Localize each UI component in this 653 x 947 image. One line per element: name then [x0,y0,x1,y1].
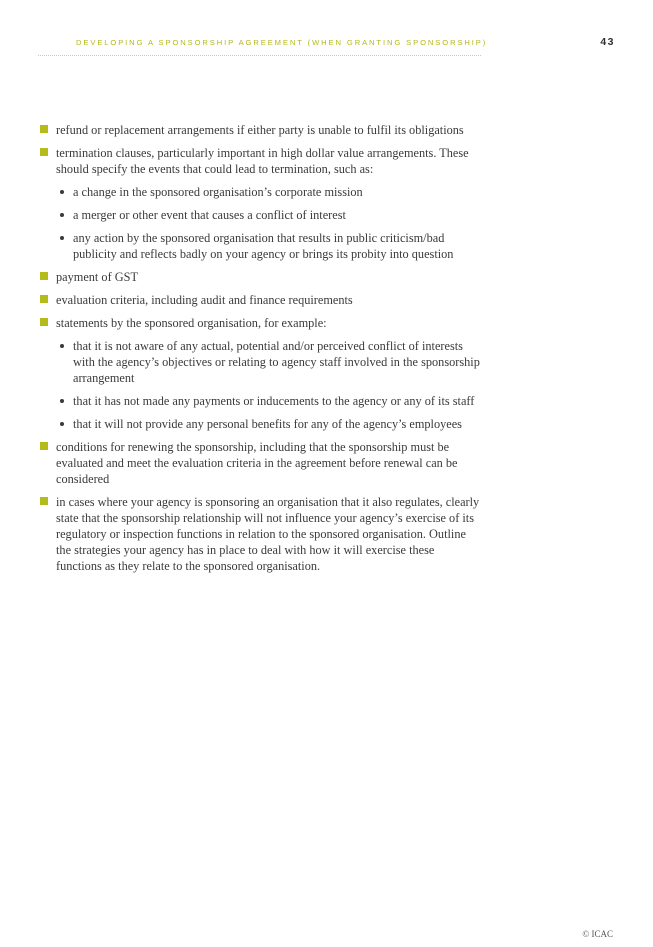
round-bullet-icon [60,399,64,403]
round-bullet-icon [60,190,64,194]
sub-list-item: that it will not provide any personal be… [56,416,480,432]
list-item-text: evaluation criteria, including audit and… [56,293,353,307]
sub-list-item-text: a change in the sponsored organisation’s… [73,185,363,199]
square-bullet-icon [40,272,48,280]
running-header: DEVELOPING A SPONSORSHIP AGREEMENT (WHEN… [38,38,485,56]
header-title: DEVELOPING A SPONSORSHIP AGREEMENT (WHEN… [76,38,488,47]
sub-list-item-text: that it is not aware of any actual, pote… [73,339,480,385]
sub-list-item: that it is not aware of any actual, pote… [56,338,480,386]
square-bullet-icon [40,318,48,326]
sub-list-item-text: a merger or other event that causes a co… [73,208,346,222]
list-item-text: termination clauses, particularly import… [56,146,469,176]
sub-list-item-text: that it has not made any payments or ind… [73,394,475,408]
sub-list: a change in the sponsored organisation’s… [56,184,480,262]
round-bullet-icon [60,213,64,217]
list-item-text: conditions for renewing the sponsorship,… [56,440,458,486]
square-bullet-icon [40,497,48,505]
list-item: conditions for renewing the sponsorship,… [40,439,480,487]
sub-list-item: a merger or other event that causes a co… [56,207,480,223]
list-item: termination clauses, particularly import… [40,145,480,262]
list-item-text: refund or replacement arrangements if ei… [56,123,464,137]
list-item: evaluation criteria, including audit and… [40,292,480,308]
round-bullet-icon [60,422,64,426]
square-bullet-icon [40,125,48,133]
list-item: refund or replacement arrangements if ei… [40,122,480,138]
sub-list: that it is not aware of any actual, pote… [56,338,480,432]
list-item: statements by the sponsored organisation… [40,315,480,432]
square-bullet-icon [40,442,48,450]
sub-list-item-text: any action by the sponsored organisation… [73,231,454,261]
square-bullet-icon [40,295,48,303]
sub-list-item: any action by the sponsored organisation… [56,230,480,262]
list-item-text: statements by the sponsored organisation… [56,316,327,330]
round-bullet-icon [60,344,64,348]
round-bullet-icon [60,236,64,240]
sub-list-item: that it has not made any payments or ind… [56,393,480,409]
sub-list-item: a change in the sponsored organisation’s… [56,184,480,200]
list-item: payment of GST [40,269,480,285]
bullet-list: refund or replacement arrangements if ei… [40,122,480,581]
list-item: in cases where your agency is sponsoring… [40,494,480,574]
list-item-text: payment of GST [56,270,138,284]
copyright-notice: © ICAC [582,929,613,939]
list-item-text: in cases where your agency is sponsoring… [56,495,480,573]
sub-list-item-text: that it will not provide any personal be… [73,417,462,431]
page-number: 43 [600,36,615,48]
square-bullet-icon [40,148,48,156]
